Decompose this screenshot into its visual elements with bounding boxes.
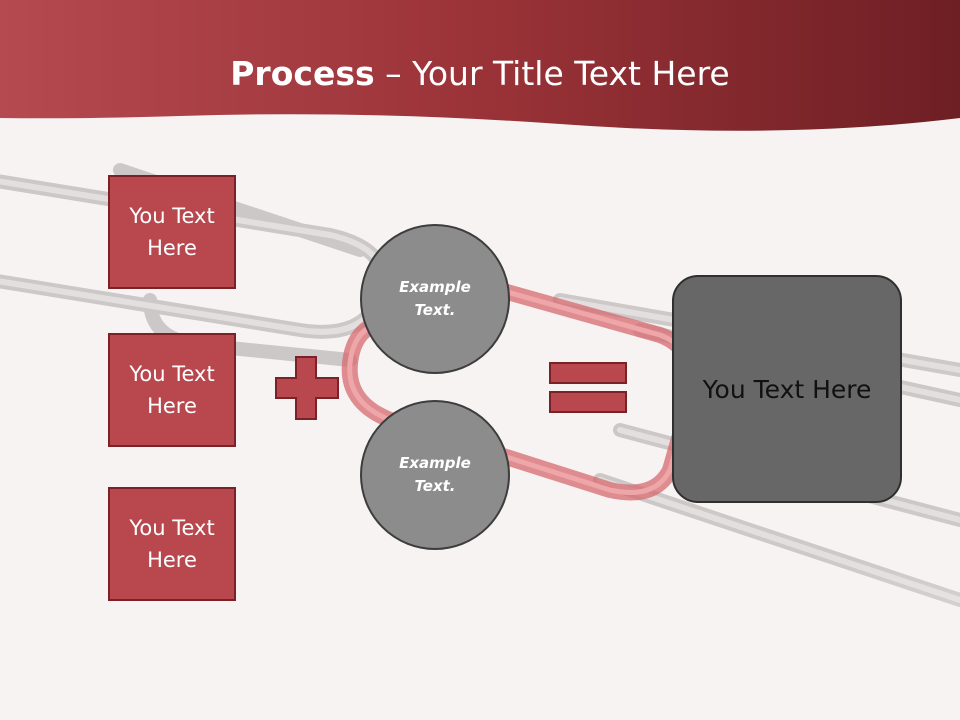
- title-bold: Process: [230, 54, 375, 93]
- plus-sign-icon: [275, 356, 339, 420]
- example-circle-1: Example Text.: [360, 224, 510, 374]
- header-banner: [0, 0, 960, 131]
- page-title: Process – Your Title Text Here: [0, 52, 960, 96]
- title-rest: – Your Title Text Here: [374, 54, 730, 93]
- text-box-1: You Text Here: [108, 175, 236, 289]
- text-box-2: You Text Here: [108, 333, 236, 447]
- result-box: You Text Here: [672, 275, 902, 503]
- example-circle-2: Example Text.: [360, 400, 510, 550]
- text-box-3: You Text Here: [108, 487, 236, 601]
- equals-sign-icon: [549, 362, 627, 413]
